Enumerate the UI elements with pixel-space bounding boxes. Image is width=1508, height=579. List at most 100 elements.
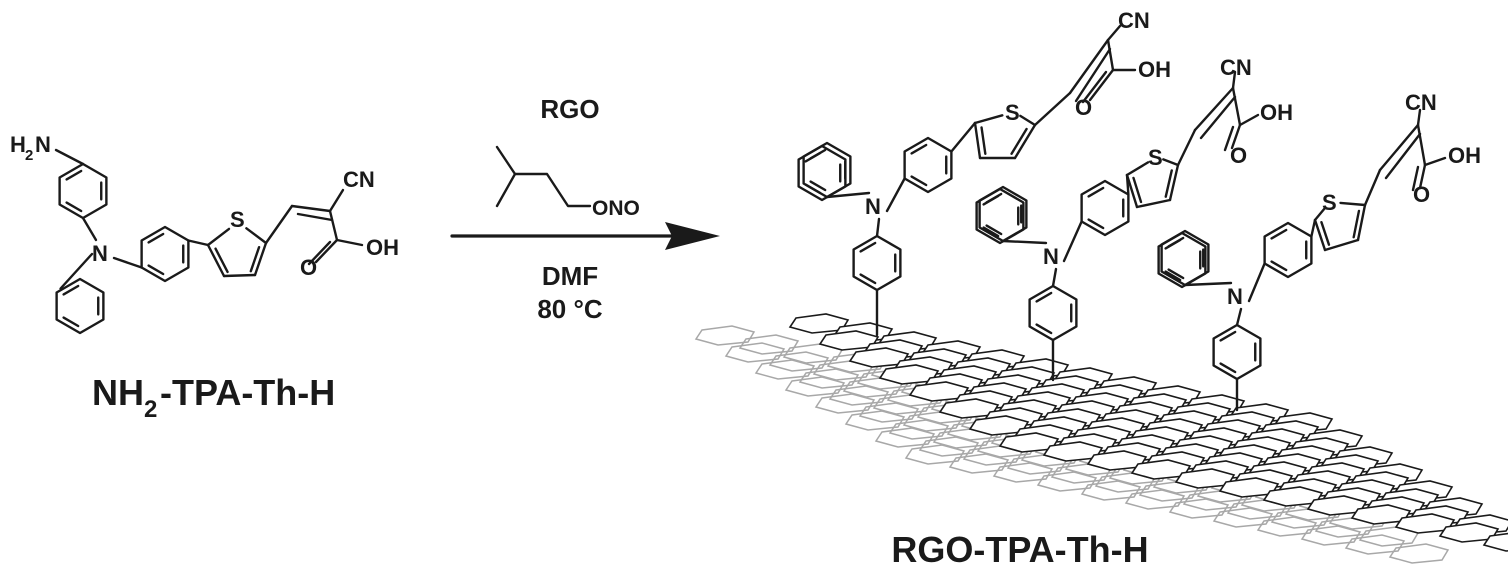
graphene-cell-back <box>828 385 890 406</box>
product-oh-label: OH <box>1138 57 1171 82</box>
graphene-cell-back <box>814 393 876 414</box>
n-aryl-bond <box>1062 220 1083 263</box>
reactant-name-rest: -TPA-Th-H <box>160 372 335 413</box>
amine-h-label: H <box>10 132 26 157</box>
aromatic-double-bond <box>65 169 83 181</box>
vinyl-double-bond <box>1074 47 1112 103</box>
cyano-bond <box>1231 70 1237 90</box>
graphene-cell-back <box>1300 525 1362 546</box>
carbonyl-double-bond <box>307 240 332 266</box>
graphene-cell-back <box>784 376 846 397</box>
benzene-ring <box>55 277 105 335</box>
n-phenyl-bond <box>59 252 94 290</box>
n-aryl-bond <box>875 217 881 238</box>
thiophene-bond <box>1313 218 1327 252</box>
reaction-arrow-head <box>665 222 720 250</box>
graphene-cell-back <box>904 444 966 465</box>
graphene-cell-back <box>798 368 860 389</box>
aromatic-double-bond <box>859 273 877 285</box>
vinyl-double-bond <box>290 204 332 213</box>
aromatic-double-bond <box>985 224 1003 236</box>
thiophene-bond <box>1135 198 1172 209</box>
thiophene-bond <box>1162 158 1180 167</box>
product-name: RGO-TPA-Th-H <box>891 529 1148 570</box>
carbonyl-bond <box>1230 123 1242 150</box>
thiophene-bond <box>206 243 226 278</box>
carbonyl-double-bond <box>1081 70 1108 104</box>
solvent-label: DMF <box>542 261 598 291</box>
reactant-molecule: H 2 N N S CN O OH <box>10 132 399 280</box>
aromatic-double-bond <box>809 180 827 192</box>
product-s-label: S <box>1005 100 1020 125</box>
molecule-bonds <box>54 24 1447 412</box>
aromatic-double-bond <box>804 183 822 195</box>
product-n-label: N <box>1227 284 1243 309</box>
benzene-ring <box>1028 284 1078 342</box>
product-cn-label: CN <box>1220 55 1252 80</box>
amine-bond <box>54 148 85 166</box>
carboxyl-bond <box>328 209 339 242</box>
aromatic-double-bond <box>1035 323 1053 335</box>
graphene-cell-back <box>858 402 920 423</box>
amine-n-label: N <box>35 132 51 157</box>
reaction-conditions: RGO ONO DMF 80 °C <box>450 94 720 324</box>
benzene-ring <box>1157 231 1207 289</box>
aromatic-double-bond <box>65 201 83 213</box>
n-aryl-bond <box>825 191 871 199</box>
n-aryl-bond <box>885 177 906 213</box>
reagent-label: RGO <box>540 94 599 124</box>
cyano-bond <box>328 188 345 213</box>
product-o-label: O <box>1075 95 1092 120</box>
aromatic-double-bond <box>147 232 165 244</box>
benzene-ring <box>140 225 190 283</box>
aromatic-double-bond <box>910 175 928 187</box>
graphene-cell-back <box>1168 498 1230 519</box>
thiophene-double-bond <box>1010 127 1028 155</box>
product-oh-label: OH <box>1260 100 1293 125</box>
n-aryl-bond <box>1051 267 1058 288</box>
carbonyl-bond <box>1418 163 1427 190</box>
reactant-name-sub: 2 <box>144 396 157 423</box>
thiophene-bond <box>1019 114 1037 127</box>
thiophene-double-bond <box>1164 169 1173 198</box>
thiophene-bond <box>1125 173 1139 209</box>
thiophene-bond <box>1323 238 1360 252</box>
nitrite-label: ONO <box>592 197 640 220</box>
benzene-ring <box>1080 179 1130 237</box>
graphene-cell-back <box>1212 507 1274 528</box>
carbonyl-bond <box>314 238 339 264</box>
benzene-ring <box>797 144 847 202</box>
thiophene-bond <box>1313 206 1327 222</box>
thiophene-bond <box>1168 163 1180 202</box>
graphene-cell-back <box>948 453 1010 474</box>
reactant-s-label: S <box>230 207 245 232</box>
graphene-cell-back <box>1080 480 1142 501</box>
graphene-cell-back <box>1344 534 1406 555</box>
aromatic-double-bond <box>859 241 877 253</box>
n-aryl-bond <box>112 256 143 269</box>
vinyl-bond <box>1363 168 1382 207</box>
aromatic-double-bond <box>1035 291 1053 303</box>
benzene-ring <box>903 136 953 194</box>
hydroxyl-bond <box>1238 113 1260 127</box>
thiophene-bond <box>253 241 268 277</box>
thiophene-bond <box>1356 203 1367 242</box>
vinyl-double-bond <box>1199 95 1237 140</box>
n-aryl-bond <box>81 216 98 242</box>
carbonyl-double-bond <box>1411 165 1420 192</box>
reactant-oh-label: OH <box>366 235 399 260</box>
aromatic-double-bond <box>1270 228 1288 240</box>
aromatic-double-bond <box>910 143 928 155</box>
product-oh-label: OH <box>1448 143 1481 168</box>
product-dye-1: N S CN O OH <box>865 8 1171 219</box>
aromatic-double-bond <box>982 194 1000 206</box>
product-cn-label: CN <box>1405 90 1437 115</box>
aromatic-double-bond <box>1087 218 1105 230</box>
aromatic-double-bond <box>1164 270 1182 282</box>
graphene-cell-back <box>844 410 906 431</box>
n-aryl-bond <box>1247 262 1266 303</box>
product-o-label: O <box>1230 143 1247 168</box>
temperature-label: 80 °C <box>537 294 603 324</box>
graphene-sheet-front <box>788 313 1508 552</box>
